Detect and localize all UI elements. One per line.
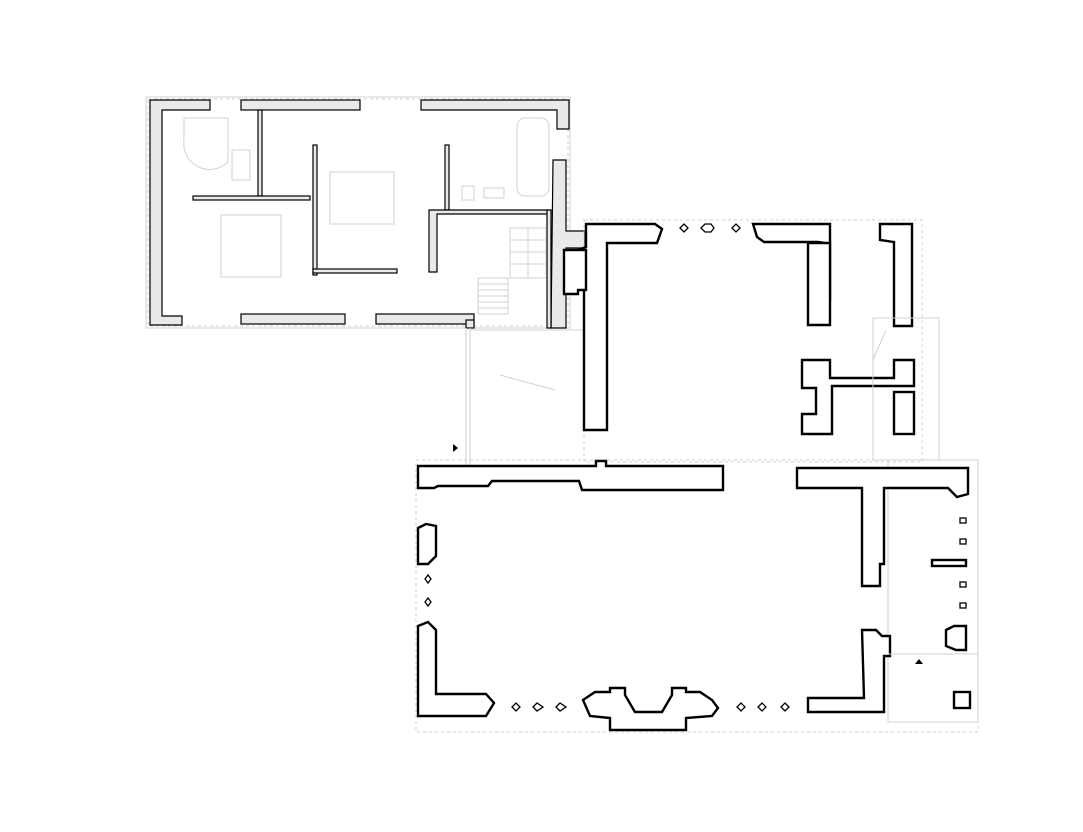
basin-fixture — [231, 149, 251, 181]
lower-building — [415, 459, 979, 733]
partition-2 — [192, 195, 311, 201]
window-column — [700, 223, 715, 233]
annex-window — [959, 581, 967, 588]
upper-right-west-lobe — [562, 248, 588, 296]
annex-window — [959, 517, 967, 524]
window-column — [424, 596, 432, 608]
lower-faint-east-annex — [887, 459, 979, 723]
lower-south-central-bay — [581, 686, 720, 732]
upper-wing-outline — [145, 96, 571, 329]
annex-window — [959, 538, 967, 545]
upper-wing-south-wall-stub — [465, 319, 475, 329]
partition-7 — [546, 209, 552, 329]
window-column — [736, 702, 746, 712]
window-column — [555, 702, 568, 712]
lower-east-pier-round — [944, 624, 968, 652]
partition-4 — [312, 268, 398, 274]
window-column — [679, 223, 689, 233]
lower-east-pier-small — [930, 558, 968, 568]
upper-right-east-wall — [878, 222, 914, 328]
upper-wing-west-wall — [149, 99, 211, 326]
window-column — [424, 573, 432, 585]
staircase — [477, 227, 547, 315]
lower-north-wall-west — [416, 459, 725, 492]
link-corridor — [453, 328, 584, 465]
lower-north-wall-east — [795, 466, 970, 588]
upper-wing-dashed-outline — [147, 98, 569, 327]
lower-east-pier-square — [952, 690, 972, 710]
sink-fixture — [483, 187, 505, 199]
window-column — [511, 702, 521, 712]
partition-3 — [312, 144, 318, 276]
partition-6 — [428, 209, 552, 273]
lower-east-wall — [806, 628, 892, 714]
upper-right-faint-bay — [872, 317, 940, 461]
annex-window — [959, 602, 967, 609]
partition-1 — [257, 109, 263, 197]
upper-left-wing — [145, 96, 586, 329]
lower-west-wall — [416, 620, 496, 718]
window-column — [731, 223, 741, 233]
lower-west-pier-upper — [416, 522, 438, 566]
upper-right-small-pier — [892, 390, 916, 436]
table — [329, 171, 395, 225]
corridor-hatch — [499, 374, 556, 391]
window-column — [757, 702, 767, 712]
shower-fixture — [183, 117, 229, 170]
partition-5 — [444, 144, 450, 211]
upper-wing-north-wall-2 — [420, 99, 570, 130]
upper-right-west-wall — [576, 222, 664, 432]
upper-right-cross-wall — [800, 358, 916, 436]
upper-wing-south-wall-2 — [375, 313, 475, 325]
wc-fixture — [461, 185, 475, 201]
entrance-arrow — [915, 659, 923, 664]
bathtub — [516, 117, 550, 197]
upper-wing-south-wall-1 — [240, 313, 346, 325]
upper-wing-north-wall-1 — [240, 99, 361, 111]
upper-right-east-pier-a — [806, 241, 832, 327]
upper-right-dashed-outline — [583, 219, 923, 463]
direction-arrow — [453, 444, 458, 452]
window-column — [780, 702, 790, 712]
bed — [220, 214, 282, 278]
upper-right-faint-diagonal — [872, 329, 887, 361]
window-column — [532, 702, 545, 712]
upper-right-building — [562, 219, 940, 463]
